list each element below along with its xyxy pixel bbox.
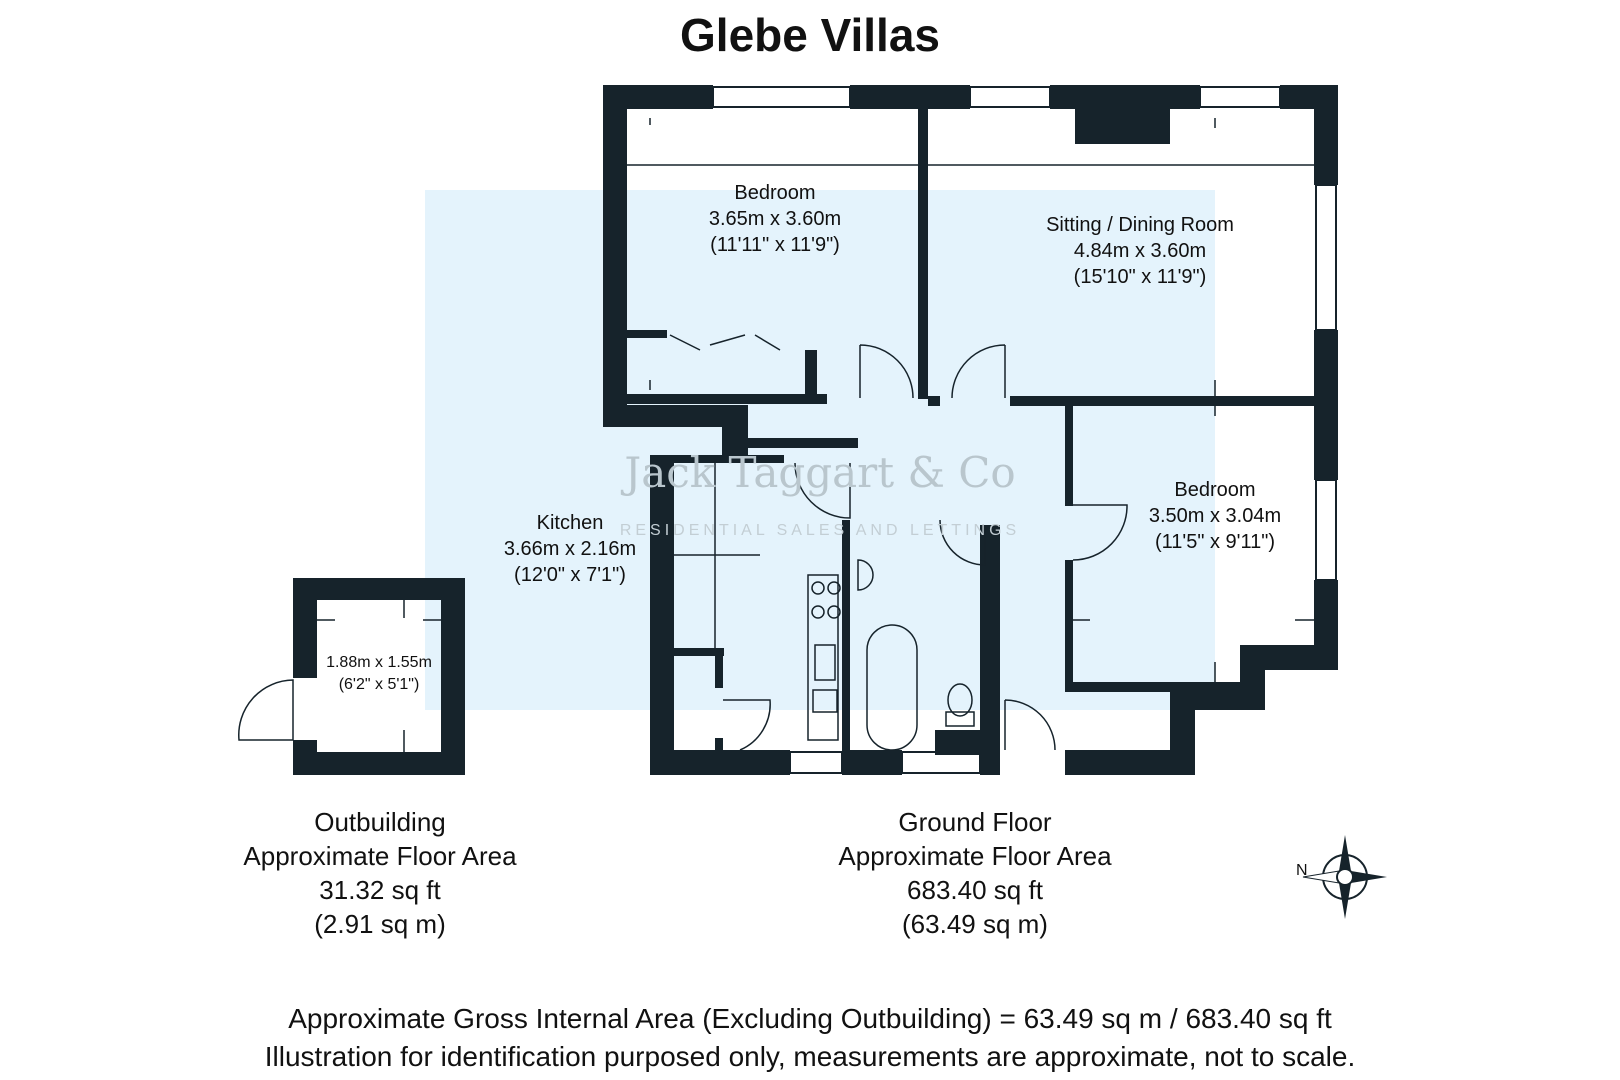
compass-north-label: N [1296,862,1308,879]
area-sqm: (63.49 sq m) [902,909,1048,939]
dimension-marks [317,118,1314,752]
room-outbuilding: 1.88m x 1.55m (6'2" x 5'1") [317,652,441,696]
ground-floor-area: Ground Floor Approximate Floor Area 683.… [810,805,1140,941]
room-imperial: (6'2" x 5'1") [338,676,420,693]
area-heading: Outbuilding [314,807,446,837]
room-metric: 3.65m x 3.60m [708,208,842,230]
area-sqft: 683.40 sq ft [907,875,1043,905]
plan-title: Glebe Villas [680,9,940,61]
room-sitting-dining: Sitting / Dining Room 4.84m x 3.60m (15'… [1000,212,1280,290]
room-imperial: (15'10" x 11'9") [1073,266,1207,288]
room-metric: 3.50m x 3.04m [1148,505,1282,527]
footer-disclaimer: Illustration for identification purposed… [264,1041,1356,1072]
outbuilding-area: Outbuilding Approximate Floor Area 31.32… [215,805,545,941]
room-imperial: (12'0" x 7'1") [514,564,626,586]
windows [712,86,1337,774]
room-imperial: (11'5" x 9'11") [1154,531,1276,553]
walls [293,85,1338,775]
area-sqm: (2.91 sq m) [314,909,446,939]
room-name: Kitchen [536,512,604,534]
compass-rose [1302,835,1387,919]
room-bedroom-2: Bedroom 3.50m x 3.04m (11'5" x 9'11") [1115,477,1315,555]
room-metric: 4.84m x 3.60m [1073,240,1207,262]
room-kitchen: Kitchen 3.66m x 2.16m (12'0" x 7'1") [470,510,670,588]
room-name: Sitting / Dining Room [1046,214,1234,236]
area-sqft: 31.32 sq ft [319,875,441,905]
room-bedroom-1: Bedroom 3.65m x 3.60m (11'11" x 11'9") [640,180,910,258]
room-name: Bedroom [734,182,816,204]
watermark-brand: Jack Taggart & Co [624,448,1016,497]
watermark-tagline: RESIDENTIAL SALES AND LETTINGS [619,522,1021,539]
area-heading: Ground Floor [898,807,1052,837]
watermark-panel [425,190,1215,710]
footer-gross-area: Approximate Gross Internal Area (Excludi… [288,1003,1332,1034]
area-subheading: Approximate Floor Area [838,841,1112,871]
room-imperial: (11'11" x 11'9") [710,234,840,256]
area-subheading: Approximate Floor Area [243,841,517,871]
room-metric: 3.66m x 2.16m [503,538,637,560]
room-name: Bedroom [1174,479,1256,501]
doors [238,334,1128,751]
room-metric: 1.88m x 1.55m [326,654,432,671]
